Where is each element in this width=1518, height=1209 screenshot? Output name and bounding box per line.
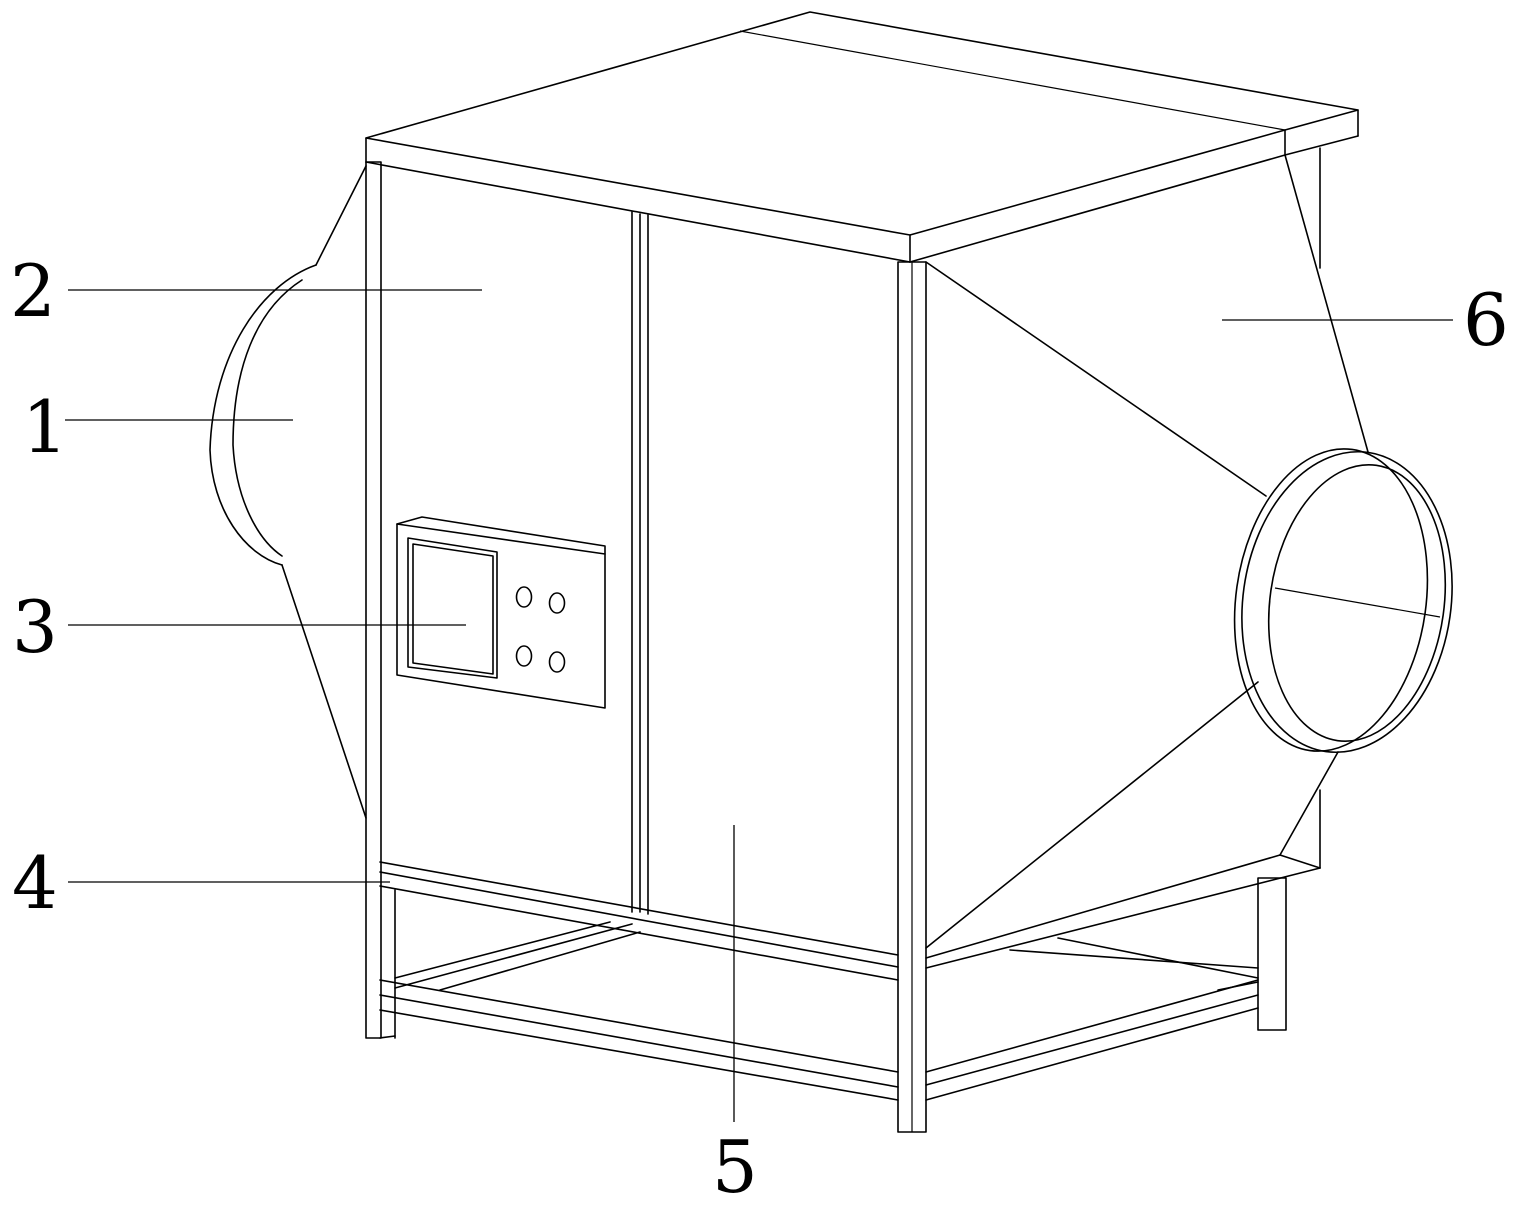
callout-4: 4 — [12, 841, 58, 925]
outlet-hood — [925, 154, 1369, 969]
callout-5: 5 — [712, 1125, 758, 1209]
outlet-flange — [1233, 448, 1453, 754]
inlet-hood — [209, 165, 367, 819]
callout-6: 6 — [1463, 278, 1509, 362]
callout-labels: 2 1 3 4 5 6 — [10, 249, 1509, 1209]
callout-3: 3 — [12, 585, 58, 669]
control-panel — [396, 516, 606, 709]
callout-2: 2 — [10, 249, 56, 333]
callout-1: 1 — [22, 385, 68, 469]
leader-lines — [65, 289, 1453, 1122]
top-cover — [365, 11, 1359, 263]
front-panels — [379, 211, 899, 956]
base-frame — [379, 871, 1259, 1101]
frame-posts — [365, 147, 1321, 1133]
